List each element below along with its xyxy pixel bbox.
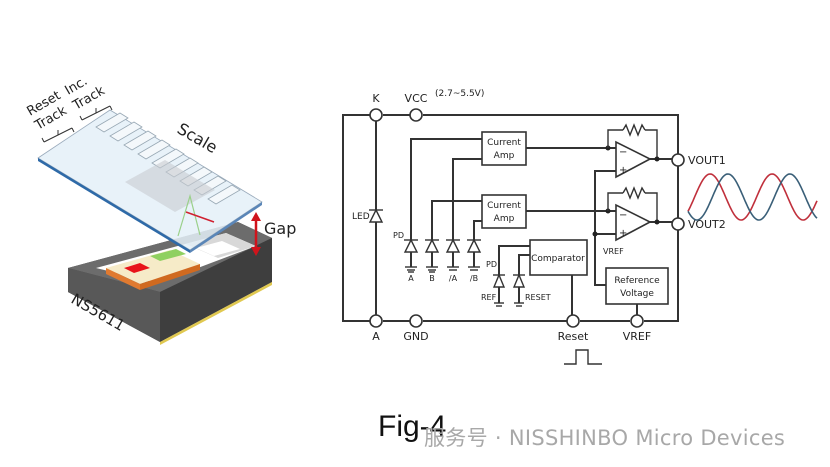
current-amp-1-label-2: Amp xyxy=(494,151,515,161)
opamp-2-icon xyxy=(615,203,652,242)
photodiode-b-icon xyxy=(424,238,440,271)
ref-label: REF xyxy=(481,293,497,302)
pin-k-label: K xyxy=(372,92,380,105)
current-amp-2-label-1: Current xyxy=(487,201,521,211)
figure-caption: Fig-4 xyxy=(378,410,447,443)
diode-b-label: B xyxy=(429,274,435,283)
pin-reset-label: Reset xyxy=(558,330,589,343)
photodiode-array xyxy=(150,249,186,261)
pin-vout1 xyxy=(671,153,685,167)
inc-track-bracket xyxy=(79,105,113,121)
photodiode-ref-icon xyxy=(492,273,506,307)
feedback-resistor-2-icon xyxy=(622,186,646,200)
gap-arrow-icon xyxy=(251,212,261,256)
pin-vout2-label: VOUT2 xyxy=(688,218,726,231)
gap-label: Gap xyxy=(264,219,296,238)
scale xyxy=(37,109,263,253)
photodiode-nb-icon xyxy=(466,238,482,271)
pin-a xyxy=(369,314,383,328)
diode-a-label: A xyxy=(408,274,414,283)
photodiode-a-icon xyxy=(403,238,419,271)
scale-label: Scale xyxy=(174,119,221,157)
pd-label: PD xyxy=(393,231,404,240)
vout2-waveform xyxy=(687,173,818,221)
sensor-die xyxy=(106,250,200,284)
pd-ref-label: PD xyxy=(486,260,497,269)
frame-left xyxy=(342,114,376,322)
pin-gnd-label: GND xyxy=(403,330,428,343)
current-amp-2 xyxy=(481,194,527,229)
pin-vcc-label: VCC xyxy=(405,92,428,105)
pin-k xyxy=(369,108,383,122)
current-amp-1 xyxy=(481,131,527,166)
opamp-1-plus: + xyxy=(619,165,627,176)
pin-vcc xyxy=(409,108,423,122)
package xyxy=(68,222,272,345)
reference-voltage-label-2: Voltage xyxy=(620,289,654,299)
opamp-1-icon xyxy=(615,140,652,179)
led-diode-icon xyxy=(368,208,384,223)
reference-voltage-label-1: Reference xyxy=(614,276,660,286)
pin-vref-label: VREF xyxy=(623,330,651,343)
led-label: LED xyxy=(352,212,370,222)
vref-internal-label: VREF xyxy=(603,247,624,256)
vcc-range-label: (2.7~5.5V) xyxy=(435,89,484,99)
opamp-2-minus: − xyxy=(619,210,627,221)
reset-diode-label: RESET xyxy=(525,293,551,302)
photodiode-na-icon xyxy=(445,238,461,271)
vout1-waveform xyxy=(687,173,818,221)
pin-a-label: A xyxy=(372,330,380,343)
diode-na-label: /A xyxy=(449,274,458,283)
reset-track-bracket xyxy=(41,127,75,143)
current-amp-1-label-1: Current xyxy=(487,138,521,148)
diode-nb-label: /B xyxy=(470,274,478,283)
led-chip xyxy=(124,263,150,273)
opamp-1-minus: − xyxy=(619,147,627,158)
photodiode-reset-icon xyxy=(512,273,526,307)
current-amp-2-label-2: Amp xyxy=(494,214,515,224)
reset-pulse-icon xyxy=(564,349,602,365)
pin-vout2 xyxy=(671,217,685,231)
pin-reset xyxy=(566,314,580,328)
feedback-resistor-1-icon xyxy=(622,123,646,137)
ns5611-illustration: Reset Track Inc. Track Scale Gap NS5611 xyxy=(25,74,296,345)
package-bottom-plate xyxy=(160,282,272,345)
pin-vout1-label: VOUT1 xyxy=(688,154,726,167)
pin-vref xyxy=(630,314,644,328)
pin-gnd xyxy=(409,314,423,328)
watermark: 服务号 · NISSHINBO Micro Devices xyxy=(424,426,786,450)
opamp-2-plus: + xyxy=(619,228,627,239)
comparator-label: Comparator xyxy=(531,254,585,264)
comparator-block xyxy=(529,239,588,276)
block-schematic: LED Current Amp Current Amp xyxy=(342,89,818,365)
